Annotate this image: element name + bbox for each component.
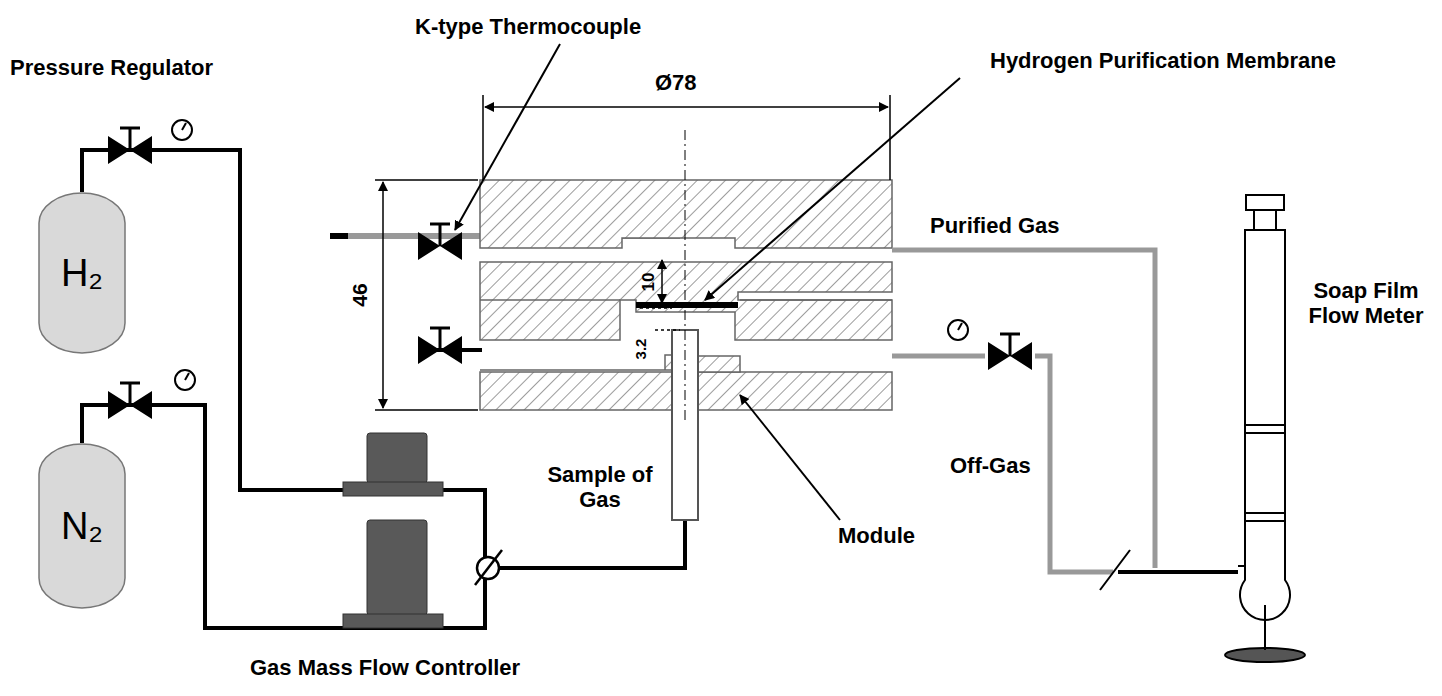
part-label: Module bbox=[838, 523, 915, 548]
dimension: 3.2 bbox=[632, 339, 649, 360]
part-label: Hydrogen Purification Membrane bbox=[990, 48, 1336, 73]
part-label: K-type Thermocouple bbox=[415, 14, 641, 39]
gas-name: N₂ bbox=[38, 505, 126, 548]
part-label: Purified Gas bbox=[930, 213, 1060, 238]
dimension: 10 bbox=[639, 273, 659, 292]
gas-name: H₂ bbox=[38, 252, 126, 295]
part-label: Pressure Regulator bbox=[10, 55, 213, 80]
part-label: Gas Mass Flow Controller bbox=[250, 655, 520, 680]
part-label: Sample of Gas bbox=[540, 462, 660, 513]
dimension: 46 bbox=[348, 283, 372, 306]
part-label: Off-Gas bbox=[950, 453, 1031, 478]
gas-cylinder: H₂ bbox=[38, 192, 126, 354]
dimension: Ø78 bbox=[655, 70, 697, 95]
gas-cylinder: N₂ bbox=[38, 443, 126, 609]
part-label: Soap Film Flow Meter bbox=[1296, 278, 1436, 329]
